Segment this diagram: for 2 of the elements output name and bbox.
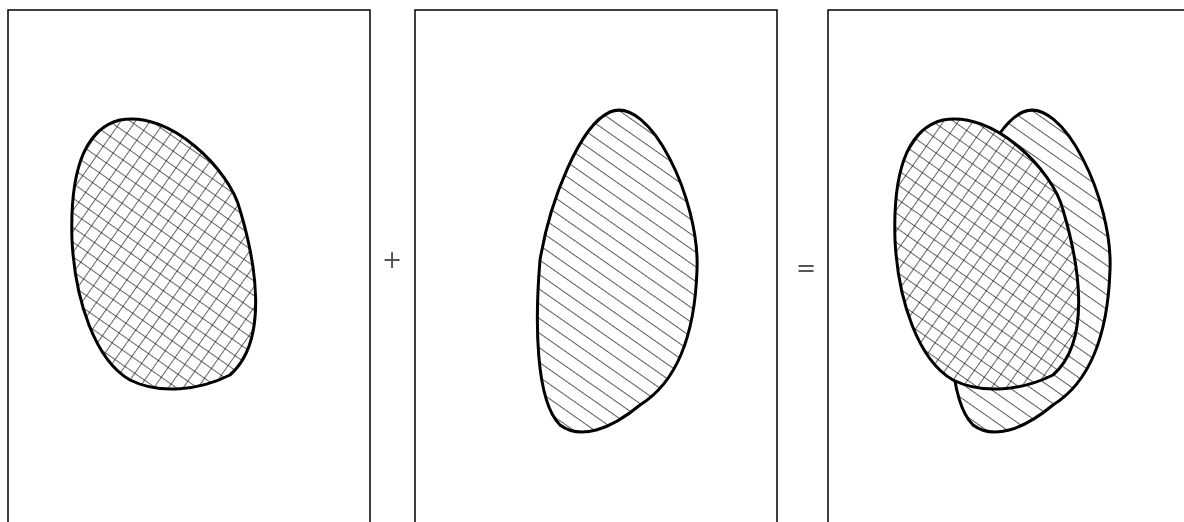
equals-sign: = (795, 256, 817, 280)
plus-sign: + (381, 248, 403, 272)
